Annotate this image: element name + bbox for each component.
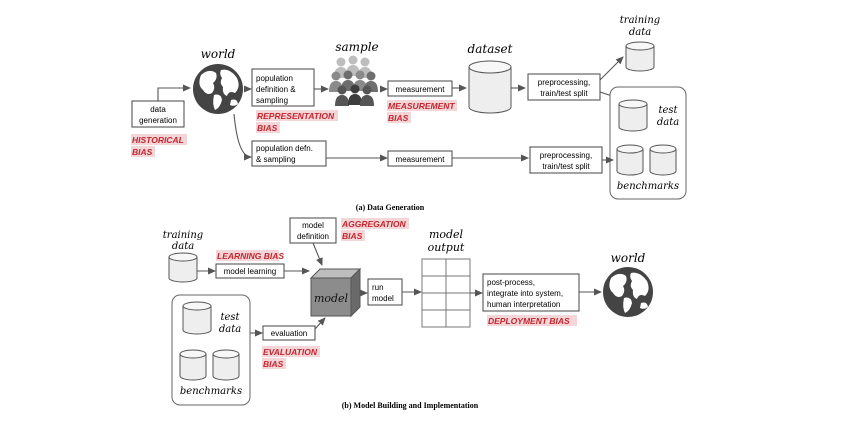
model-output-label: model xyxy=(429,228,464,241)
benchmarks-label-b: benchmarks xyxy=(180,386,242,397)
preprocessing-bottom-line1: preprocessing, xyxy=(540,151,592,160)
population-line1: population xyxy=(256,74,293,83)
post-process-box xyxy=(482,273,580,312)
preprocessing-bottom-line2: train/test split xyxy=(542,162,590,171)
measurement-bias-label: MEASUREMENT xyxy=(388,101,455,111)
representation-bias-label-2: BIAS xyxy=(257,123,278,133)
population-defn-line2: & sampling xyxy=(256,155,296,164)
aggregation-bias-label: AGGREGATION xyxy=(341,219,406,229)
post-process-line3: human interpretation xyxy=(487,300,560,309)
test-data-label-b: test xyxy=(220,312,240,323)
preprocessing-top-line2: train/test split xyxy=(540,89,588,98)
benchmark-cylinder-icon-a2 xyxy=(649,144,677,176)
training-data-cylinder-icon-a xyxy=(625,41,655,72)
historical-bias-label: HISTORICAL xyxy=(132,135,184,145)
aggregation-bias-label-2: BIAS xyxy=(342,231,363,241)
evaluation-bias-label-2: BIAS xyxy=(263,359,284,369)
caption-model-building: (b) Model Building and Implementation xyxy=(342,401,479,410)
benchmark-cylinder-icon-b2 xyxy=(212,349,240,381)
test-data-cylinder-icon-a xyxy=(618,99,648,132)
population-line3: sampling xyxy=(256,96,288,105)
preprocessing-top-line1: preprocessing, xyxy=(538,78,590,87)
world-label-b: world xyxy=(611,251,646,265)
training-data-label-a-2: data xyxy=(629,27,651,38)
model-definition-line2: definition xyxy=(297,232,329,241)
test-data-cylinder-icon-b xyxy=(182,301,212,335)
evaluation-bias-label: EVALUATION xyxy=(263,347,318,357)
training-data-label-b: training xyxy=(163,230,203,241)
sample-crowd-icon xyxy=(329,55,378,106)
test-data-label-b-2: data xyxy=(219,324,241,335)
evaluation-box xyxy=(262,325,316,341)
model-cube-icon xyxy=(309,267,362,318)
training-data-cylinder-icon-b xyxy=(168,252,198,283)
data-generation-line1: data xyxy=(150,105,166,114)
population-defn-line1: population defn. xyxy=(256,144,313,153)
evaluation-label: evaluation xyxy=(271,329,307,338)
model-label: model xyxy=(314,292,349,305)
dataset-label: dataset xyxy=(468,42,513,56)
data-generation-line2: generation xyxy=(139,116,177,125)
measurement-bottom-label: measurement xyxy=(396,155,446,164)
test-data-label-a: test xyxy=(658,105,678,116)
test-data-label-a-2: data xyxy=(657,117,679,128)
training-data-label-b-2: data xyxy=(172,241,194,252)
run-model-box xyxy=(367,278,403,306)
deployment-bias-label: DEPLOYMENT BIAS xyxy=(488,316,570,326)
benchmark-cylinder-icon-a1 xyxy=(616,144,644,176)
caption-data-generation: (a) Data Generation xyxy=(356,203,425,212)
population-definition-box xyxy=(251,68,315,107)
model-definition-line1: model xyxy=(302,221,324,230)
measurement-top-label: measurement xyxy=(396,85,446,94)
learning-bias-label: LEARNING BIAS xyxy=(217,251,284,261)
world-label: world xyxy=(201,47,236,61)
preprocessing-bottom-box xyxy=(529,146,603,174)
run-model-line2: model xyxy=(372,294,394,303)
benchmark-cylinder-icon-b1 xyxy=(179,349,207,381)
data-generation-box xyxy=(131,100,185,128)
model-learning-label: model learning xyxy=(224,267,276,276)
preprocessing-top-box xyxy=(527,73,601,101)
model-output-table xyxy=(421,258,471,328)
dataset-cylinder-icon xyxy=(468,60,512,114)
population-line2: definition & xyxy=(256,85,296,94)
training-data-label-a: training xyxy=(620,15,660,26)
population-defn-box xyxy=(251,140,327,167)
representation-bias-label: REPRESENTATION xyxy=(257,111,335,121)
sample-label: sample xyxy=(335,40,378,54)
run-model-line1: run xyxy=(372,283,384,292)
model-definition-box xyxy=(289,217,337,244)
world-globe-icon xyxy=(193,64,243,114)
benchmarks-label-a: benchmarks xyxy=(617,181,679,192)
historical-bias-label-2: BIAS xyxy=(132,147,153,157)
measurement-bias-label-2: BIAS xyxy=(388,113,409,123)
world-globe-icon-b xyxy=(603,267,653,317)
post-process-line1: post-process, xyxy=(487,278,535,287)
model-output-label-2: output xyxy=(428,241,465,254)
post-process-line2: integrate into system, xyxy=(487,289,563,298)
